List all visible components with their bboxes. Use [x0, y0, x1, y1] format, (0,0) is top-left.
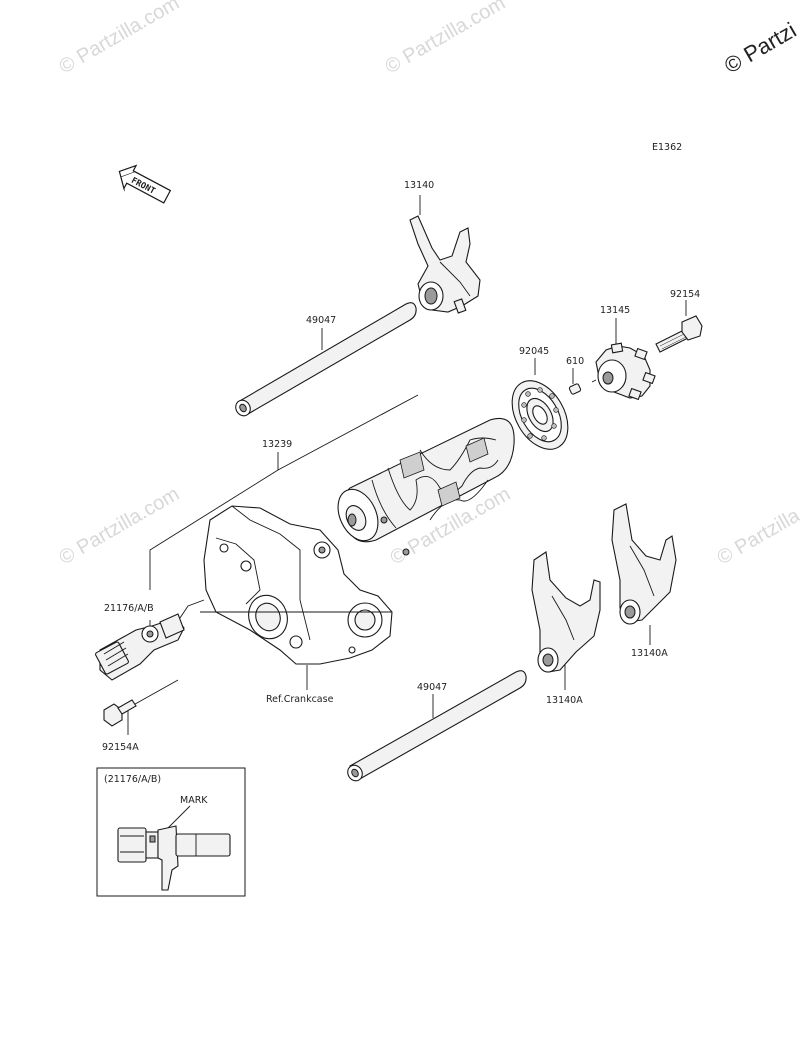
watermark-corner: © Partzi	[720, 17, 800, 78]
shaft-49047-lower	[347, 670, 527, 782]
bolt-92154a	[103, 699, 137, 727]
label-13145: 13145	[600, 305, 630, 316]
pin-610	[568, 383, 582, 395]
shift-drum-13239	[337, 417, 515, 556]
label-13140a-left: 13140A	[546, 695, 583, 706]
bearing-92045	[511, 380, 569, 450]
label-49047-upper: 49047	[306, 315, 336, 326]
watermark: © Partzilla.com	[56, 483, 184, 569]
label-13140a-right: 13140A	[631, 648, 668, 659]
shift-fork-13140a-left	[531, 551, 601, 673]
label-610: 610	[566, 356, 584, 367]
inset-sensor-detail: (21176/A/B) MARK	[96, 767, 246, 897]
label-92154a: 92154A	[102, 742, 139, 753]
front-arrow-icon: FRONT	[118, 164, 172, 204]
label-crankcase: Ref.Crankcase	[266, 694, 334, 705]
shift-fork-13140	[409, 215, 481, 314]
part-labels: 13140 49047 13239 21176/A/B 92154A Ref.C…	[102, 180, 700, 753]
watermark: © Partzilla.com	[382, 0, 510, 78]
shaft-49047-upper	[235, 302, 417, 417]
shift-fork-13140a-right	[611, 503, 677, 625]
sensor-21176	[95, 613, 185, 681]
crankcase-reference	[179, 505, 393, 665]
ref-code: E1362	[652, 142, 682, 153]
label-92045: 92045	[519, 346, 549, 357]
label-13140: 13140	[404, 180, 434, 191]
label-21176: 21176/A/B	[104, 603, 154, 614]
label-13239: 13239	[262, 439, 292, 450]
inset-mark-label: MARK	[180, 795, 208, 806]
label-92154: 92154	[670, 289, 700, 300]
label-49047-lower: 49047	[417, 682, 447, 693]
inset-title: (21176/A/B)	[104, 774, 161, 785]
watermark: © Partzilla.com	[714, 483, 800, 569]
bolt-92154	[655, 315, 703, 353]
holder-13145	[591, 342, 656, 401]
watermark: © Partzilla.com	[56, 0, 184, 78]
